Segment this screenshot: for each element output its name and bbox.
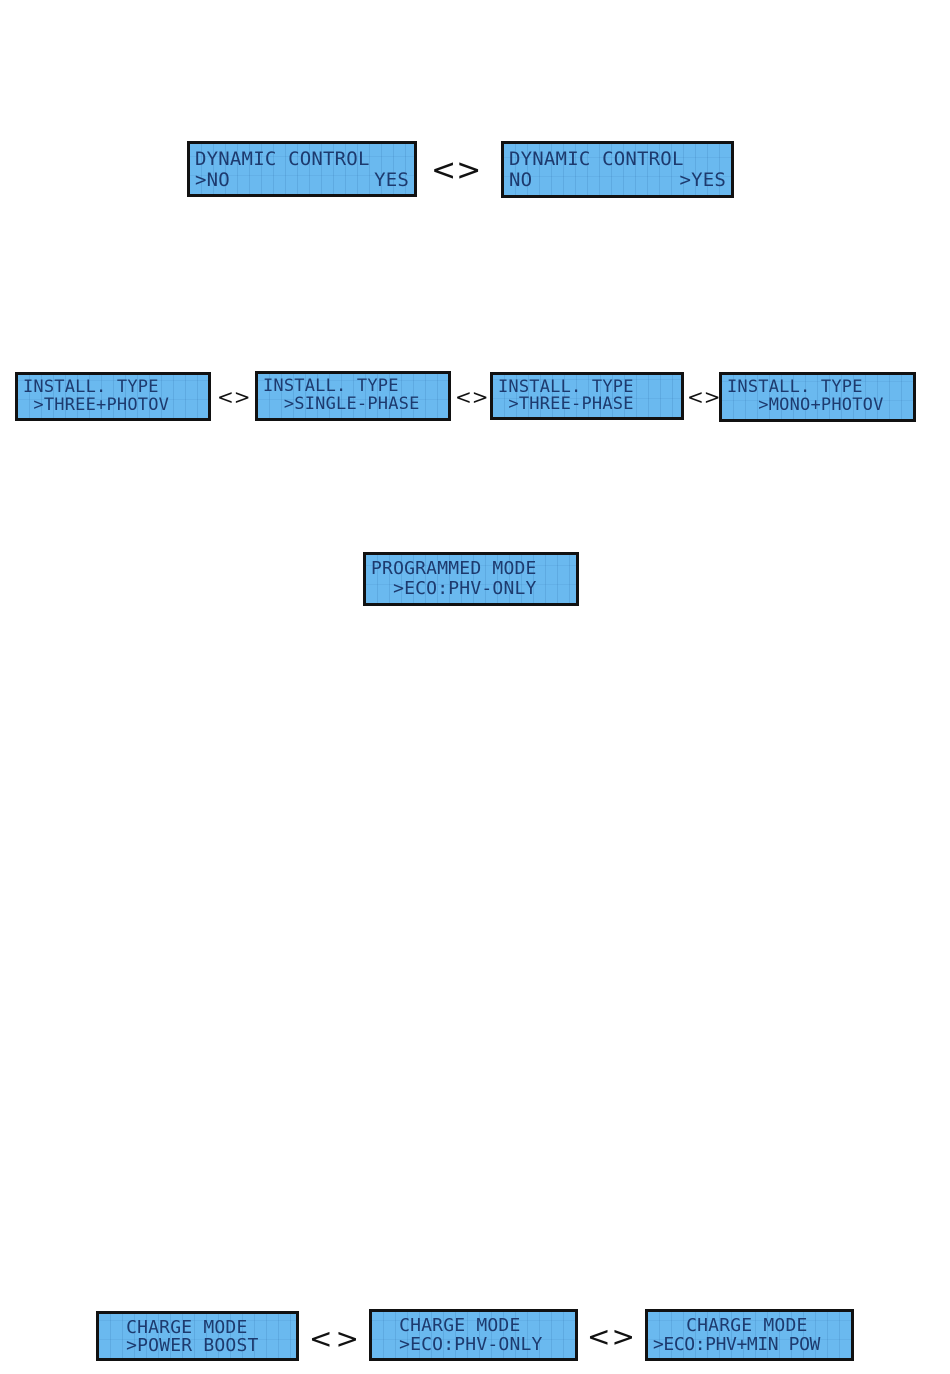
option-yes: >YES: [679, 169, 726, 191]
lcd-line-1: DYNAMIC CONTROL: [195, 148, 370, 170]
lcd-line-1: CHARGE MODE: [377, 1315, 521, 1336]
lcd-line-2: >ECO:PHV+MIN POW: [653, 1334, 820, 1355]
lcd-line-2: >SINGLE-PHASE: [263, 394, 420, 414]
lcd-line-2: >MONO+PHOTOV: [727, 395, 884, 415]
chevron-right-icon: >: [471, 385, 489, 409]
lcd-line-1: CHARGE MODE: [104, 1317, 248, 1338]
lcd-charge-mode-power-boost: CHARGE MODE >POWER BOOST: [96, 1311, 299, 1361]
lcd-charge-mode-eco-phv-only: CHARGE MODE >ECO:PHV-ONLY: [369, 1309, 578, 1361]
nav-arrows: < >: [309, 1320, 359, 1356]
nav-arrows: < >: [455, 384, 489, 410]
lcd-line-1: INSTALL. TYPE: [727, 377, 863, 397]
lcd-line-1: INSTALL. TYPE: [23, 377, 159, 397]
chevron-left-icon: <: [217, 385, 234, 409]
lcd-install-type-three-photov: INSTALL. TYPE >THREE+PHOTOV: [15, 372, 211, 421]
lcd-line-1: DYNAMIC CONTROL: [509, 148, 684, 170]
chevron-right-icon: >: [456, 152, 482, 188]
lcd-line-1: INSTALL. TYPE: [263, 376, 399, 396]
option-no: >NO: [195, 169, 230, 191]
chevron-right-icon: >: [335, 1321, 359, 1355]
lcd-line-1: PROGRAMMED MODE: [371, 558, 537, 579]
lcd-install-type-three-phase: INSTALL. TYPE >THREE-PHASE: [490, 372, 684, 420]
lcd-dynamic-control-yes: DYNAMIC CONTROL NO >YES: [501, 141, 734, 198]
chevron-left-icon: <: [587, 1319, 611, 1353]
lcd-install-type-single-phase: INSTALL. TYPE >SINGLE-PHASE: [255, 371, 451, 421]
chevron-left-icon: <: [455, 385, 472, 409]
chevron-left-icon: <: [309, 1321, 333, 1355]
chevron-right-icon: >: [703, 385, 721, 409]
lcd-charge-mode-eco-phv-min-pow: CHARGE MODE >ECO:PHV+MIN POW: [645, 1309, 854, 1361]
option-no: NO: [509, 169, 533, 191]
nav-arrows: < >: [431, 150, 481, 190]
nav-arrows: < >: [587, 1318, 635, 1354]
chevron-right-icon: >: [611, 1319, 635, 1353]
lcd-line-2: >ECO:PHV-ONLY: [371, 578, 537, 599]
lcd-line-2: NO >YES: [509, 171, 726, 190]
lcd-line-2: >NO YES: [195, 171, 409, 190]
chevron-left-icon: <: [431, 152, 457, 188]
lcd-line-1: INSTALL. TYPE: [498, 377, 634, 397]
lcd-line-2: >THREE-PHASE: [498, 394, 634, 414]
lcd-install-type-mono-photov: INSTALL. TYPE >MONO+PHOTOV: [719, 372, 916, 422]
option-yes: YES: [374, 169, 409, 191]
chevron-left-icon: <: [687, 385, 704, 409]
nav-arrows: < >: [687, 384, 721, 410]
lcd-dynamic-control-no: DYNAMIC CONTROL >NO YES: [187, 141, 417, 197]
lcd-line-2: >ECO:PHV-ONLY: [377, 1334, 543, 1355]
lcd-programmed-mode: PROGRAMMED MODE >ECO:PHV-ONLY: [363, 552, 579, 606]
lcd-line-2: >THREE+PHOTOV: [23, 395, 170, 415]
lcd-line-1: CHARGE MODE: [653, 1315, 808, 1336]
nav-arrows: < >: [217, 384, 251, 410]
chevron-right-icon: >: [233, 385, 251, 409]
lcd-line-2: >POWER BOOST: [104, 1335, 259, 1356]
